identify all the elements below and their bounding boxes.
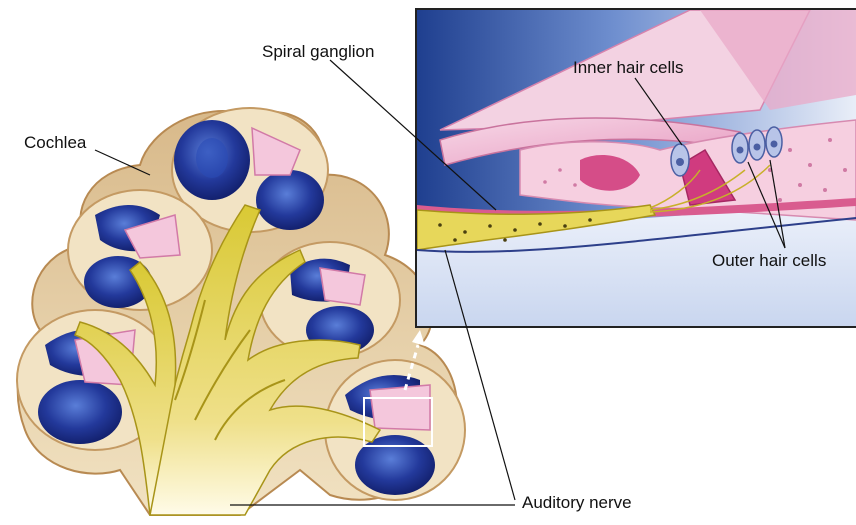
label-spiral-ganglion: Spiral ganglion	[262, 43, 374, 60]
label-auditory-nerve: Auditory nerve	[522, 494, 632, 511]
inner-hair-cell	[671, 144, 689, 176]
outer-hair-cells	[732, 127, 782, 163]
scala-tympani	[256, 170, 324, 230]
cochlea-turn-upper-left	[68, 190, 212, 310]
cochlea-body	[17, 108, 465, 515]
label-cochlea: Cochlea	[24, 134, 86, 151]
label-outer-hair-cells: Outer hair cells	[712, 252, 826, 269]
label-inner-hair-cells: Inner hair cells	[573, 59, 684, 76]
inset-organ-of-corti	[416, 9, 856, 327]
